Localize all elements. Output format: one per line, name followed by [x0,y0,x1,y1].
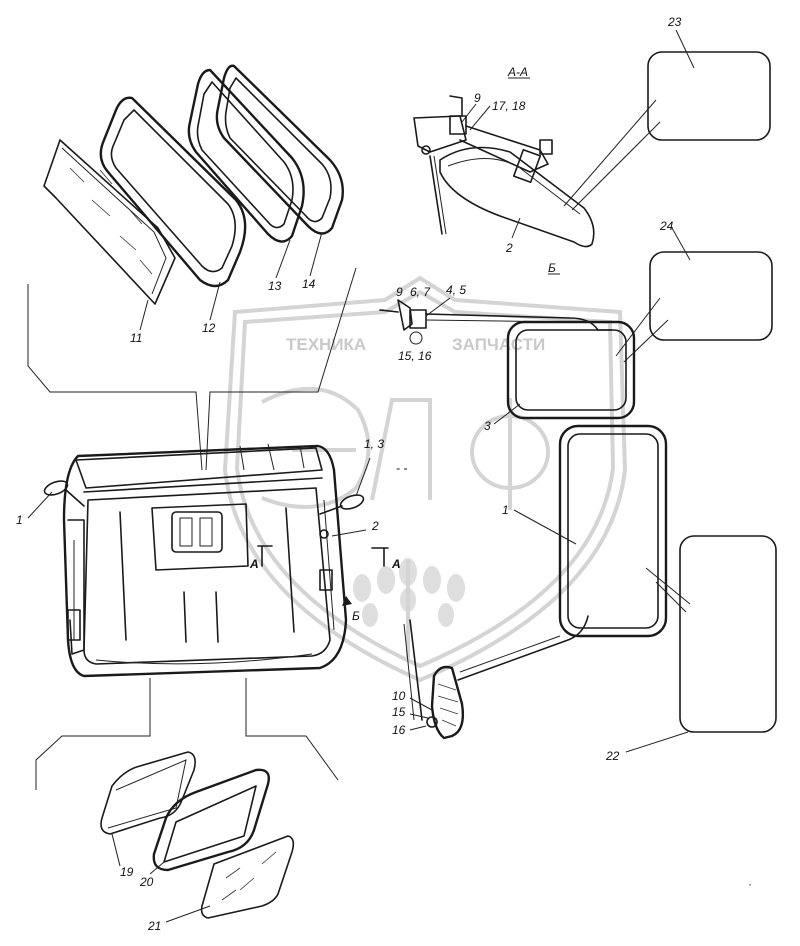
callout-15-16: 15, 16 [398,349,432,363]
callout-9-top: 9 [474,91,481,105]
callout-1-3: 1, 3 [364,437,384,451]
callout-17-18: 17, 18 [492,99,526,113]
view-b-title: Б [548,261,556,275]
callout-15: 15 [392,705,406,719]
side-window-glass-19 [100,751,196,835]
callout-16: 16 [392,723,406,737]
callout-24: 24 [659,219,674,233]
svg-text:- -: - - [396,461,407,475]
section-aa-mirror-mount [413,95,595,248]
mirror-glass-22 [679,535,777,733]
callout-22: 22 [605,749,620,763]
mirror-glass-24 [649,251,773,341]
rear-group-bracket [27,267,357,471]
callout-19: 19 [120,865,134,879]
callout-14: 14 [302,277,316,291]
callout-10: 10 [392,689,406,703]
section-aa-title: А-А [507,65,528,79]
side-window-bracket [35,678,339,790]
mirror-3 [506,320,636,420]
section-marker-right [371,547,389,567]
view-b-arrow [342,596,352,606]
callout-13: 13 [268,279,282,293]
side-window-seal-20 [152,768,270,872]
callout-4-5: 4, 5 [446,283,466,297]
callout-12: 12 [202,321,216,335]
section-marker-left [257,545,273,567]
watermark-left-text: ТЕХНИКА [286,335,366,354]
rear-window-glass-11 [43,139,176,305]
svg-text:·: · [748,877,752,891]
view-b-arrow-label: Б [352,609,360,623]
left-mirror [43,480,85,507]
callout-1-left: 1 [16,513,23,527]
mirror-1 [558,424,668,638]
callout-23: 23 [667,15,682,29]
callout-1-right: 1 [502,503,509,517]
window-seal-13 [187,68,305,243]
callout-2-cab: 2 [371,519,379,533]
mirror-lower-arm [403,615,589,740]
callout-11: 11 [130,331,142,345]
rear-window-seal-12 [99,96,247,288]
right-mirror [319,494,365,539]
mirror-glass-23 [647,51,771,141]
callout-20: 20 [139,875,154,889]
cab-body [62,443,348,678]
watermark-logo: ТЕХНИКА ЗАПЧАСТИ [222,275,628,683]
callout-9-b: 9 [396,285,403,299]
section-cut-a-right: А [391,557,401,571]
section-cut-a-left: А [249,557,259,571]
callout-2-aa: 2 [505,241,513,255]
window-seal-14 [215,64,344,235]
callout-6-7: 6, 7 [410,285,431,299]
side-window-glass-21 [200,835,295,919]
callout-21: 21 [147,919,161,933]
watermark-right-text: ЗАПЧАСТИ [452,335,545,354]
callout-3: 3 [484,419,491,433]
